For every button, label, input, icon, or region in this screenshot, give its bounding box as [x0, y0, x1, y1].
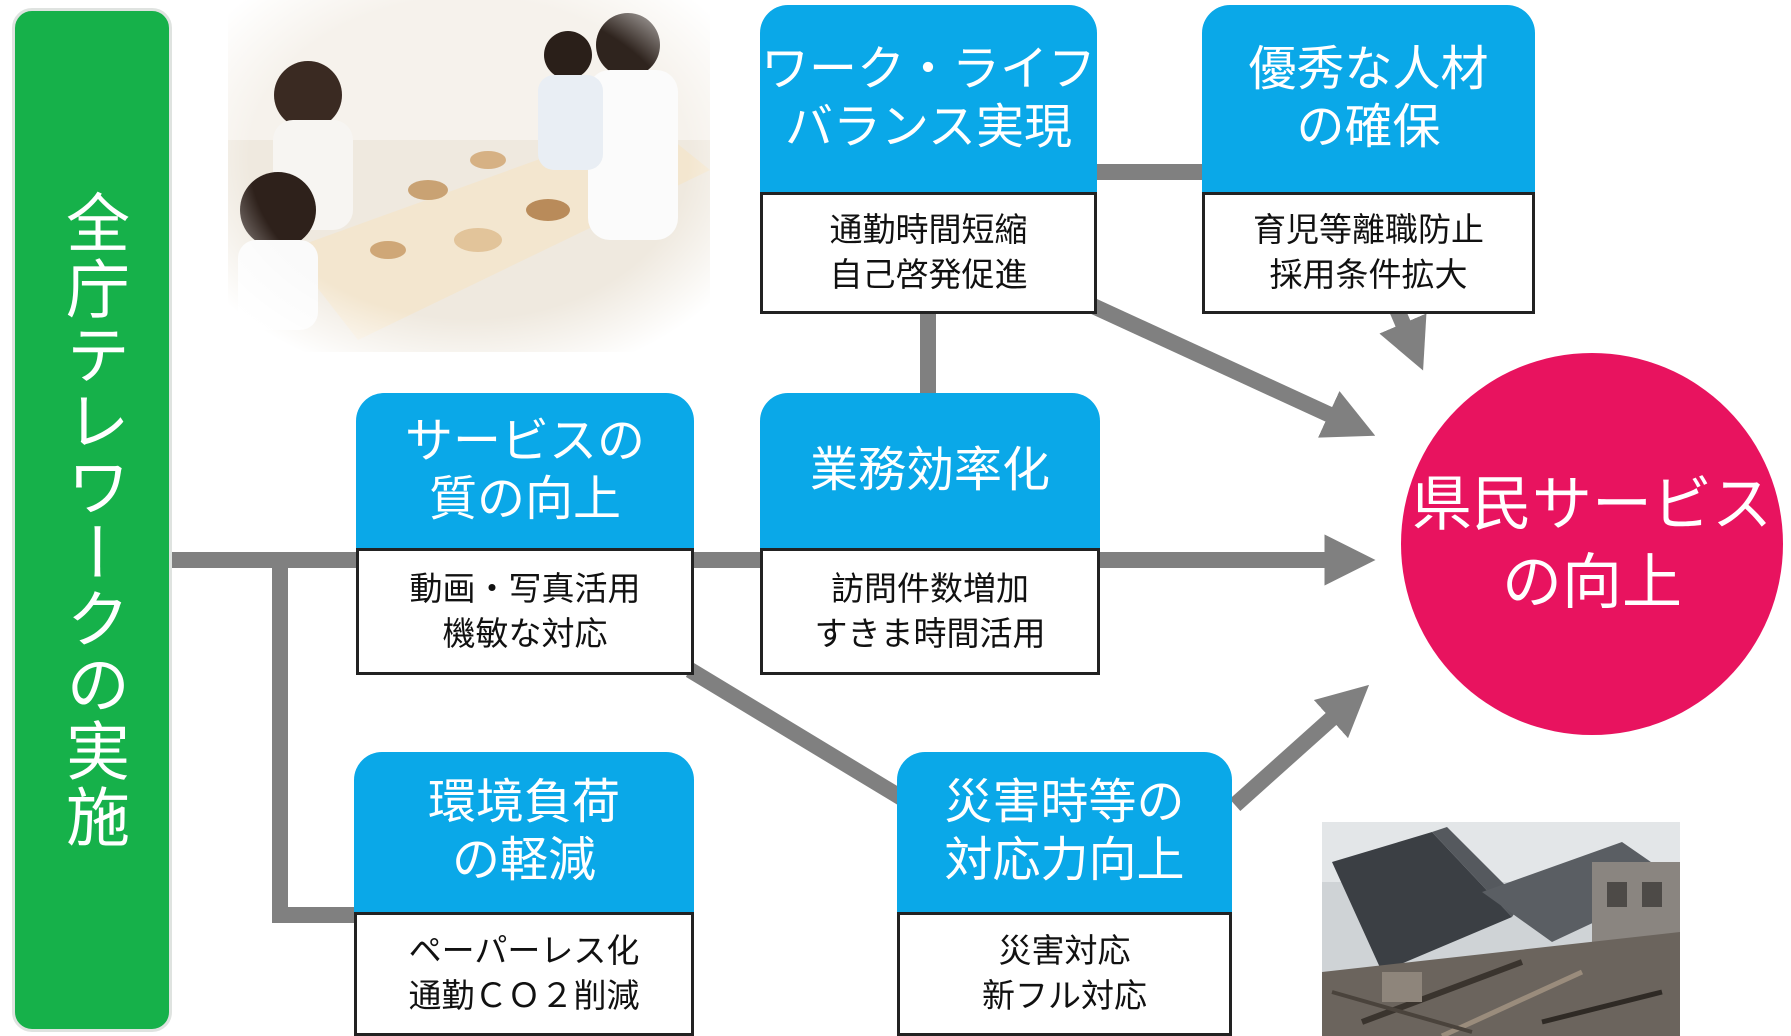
node-title: 災害時等の 対応力向上 [897, 752, 1232, 912]
node-work-life-balance: ワーク・ライフ バランス実現 通勤時間短縮 自己啓発促進 [760, 5, 1097, 314]
goal-circle: 県民サービス の向上 [1401, 353, 1783, 735]
telework-implementation-bar: 全庁テレワークの実施 [12, 8, 172, 1032]
node-service-quality: サービスの 質の向上 動画・写真活用 機敏な対応 [356, 393, 694, 675]
node-detail: 動画・写真活用 機敏な対応 [356, 548, 694, 675]
family-meal-photo [228, 0, 710, 352]
node-title: 業務効率化 [760, 393, 1100, 548]
node-title: 環境負荷 の軽減 [354, 752, 694, 912]
node-detail: 育児等離職防止 採用条件拡大 [1202, 192, 1535, 314]
node-environment: 環境負荷 の軽減 ペーパーレス化 通勤ＣＯ２削減 [354, 752, 694, 1036]
node-disaster-response: 災害時等の 対応力向上 災害対応 新フル対応 [897, 752, 1232, 1036]
node-detail: 災害対応 新フル対応 [897, 912, 1232, 1036]
node-detail: 通勤時間短縮 自己啓発促進 [760, 192, 1097, 314]
node-talent-retention: 優秀な人材 の確保 育児等離職防止 採用条件拡大 [1202, 5, 1535, 314]
node-title: ワーク・ライフ バランス実現 [760, 5, 1097, 192]
node-title: 優秀な人材 の確保 [1202, 5, 1535, 192]
collapsed-house-photo [1322, 822, 1680, 1036]
node-work-efficiency: 業務効率化 訪問件数増加 すきま時間活用 [760, 393, 1100, 675]
arrow-wlb-goal [1076, 292, 1376, 438]
node-detail: 訪問件数増加 すきま時間活用 [760, 548, 1100, 675]
arrow-disaster-goal [1229, 684, 1370, 811]
node-title: サービスの 質の向上 [356, 393, 694, 548]
telework-implementation-label: 全庁テレワークの実施 [55, 190, 129, 850]
node-detail: ペーパーレス化 通勤ＣＯ２削減 [354, 912, 694, 1036]
link-quality-disaster [685, 663, 910, 807]
branch-to-environment [272, 560, 360, 923]
